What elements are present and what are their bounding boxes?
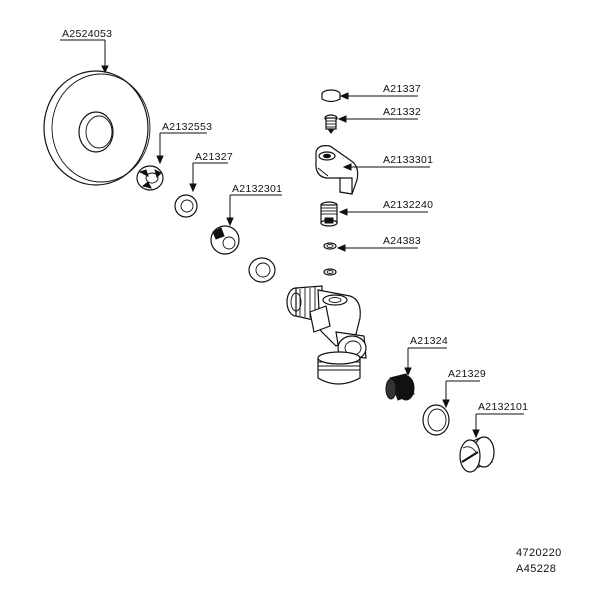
retaining-clip — [136, 165, 164, 191]
svg-text:A21332: A21332 — [383, 106, 421, 118]
reference-number: 4720220 — [516, 547, 562, 559]
label-screw: A21332 — [337, 106, 421, 123]
o-ring-lower — [323, 268, 337, 276]
large-washer — [422, 404, 450, 436]
label-seal: A21324 — [404, 335, 448, 377]
cap — [321, 89, 341, 103]
svg-text:A2133301: A2133301 — [383, 154, 433, 166]
svg-text:A2524053: A2524053 — [62, 28, 112, 40]
cap-nut — [459, 436, 495, 473]
svg-text:A2132240: A2132240 — [383, 199, 433, 211]
o-ring-upper — [323, 242, 337, 250]
body-washer — [248, 257, 276, 283]
svg-text:A21329: A21329 — [448, 368, 486, 380]
svg-text:A2132101: A2132101 — [478, 401, 528, 413]
reference-code: A45228 — [516, 563, 556, 575]
svg-text:A21324: A21324 — [410, 335, 448, 347]
label-cap: A21337 — [339, 83, 421, 100]
valve-body — [286, 285, 367, 385]
label-escutcheon: A2524053 — [60, 28, 112, 74]
lever-handle — [315, 145, 359, 195]
label-small-washer: A21327 — [189, 151, 233, 193]
label-large-washer: A21329 — [442, 368, 486, 409]
valve-ball — [210, 225, 240, 255]
svg-text:A2132553: A2132553 — [162, 121, 212, 133]
label-oring: A24383 — [336, 235, 421, 252]
label-clip: A2132553 — [156, 121, 212, 165]
screw — [324, 114, 338, 134]
label-stem: A2132240 — [338, 199, 433, 216]
svg-text:A24383: A24383 — [383, 235, 421, 247]
rubber-seal — [385, 373, 415, 401]
small-washer — [174, 194, 198, 218]
reference-block: 4720220 A45228 — [516, 547, 562, 575]
label-ball: A2132301 — [226, 183, 282, 227]
svg-text:A21337: A21337 — [383, 83, 421, 95]
label-handle: A2133301 — [342, 154, 433, 171]
valve-stem — [320, 201, 338, 227]
label-nut: A2132101 — [472, 401, 528, 439]
svg-text:A21327: A21327 — [195, 151, 233, 163]
svg-text:A2132301: A2132301 — [232, 183, 282, 195]
escutcheon-plate — [43, 70, 151, 186]
